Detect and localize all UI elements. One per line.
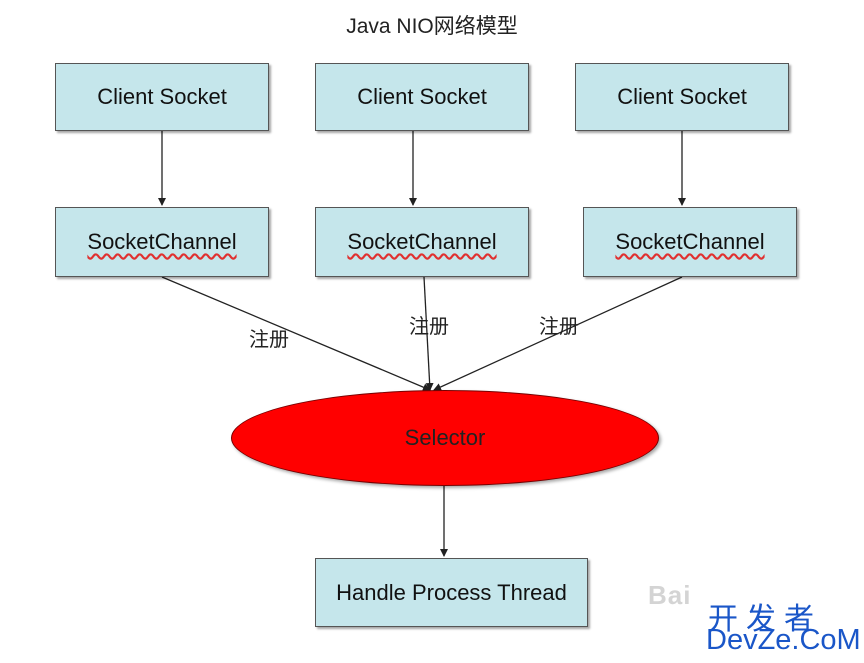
selector-ellipse: Selector [231,390,659,486]
handler-label: Handle Process Thread [336,579,567,605]
client-socket-box-1: Client Socket [55,63,269,131]
selector-label: Selector [404,425,486,450]
register-label-1: 注册 [249,329,289,351]
arrow-channel1-selector [161,276,431,391]
site-watermark-cn: 开发者 [708,603,822,636]
socket-channel-box-2: SocketChannel [315,207,529,277]
client-socket-label: Client Socket [97,84,227,109]
handle-process-thread-box: Handle Process Thread [315,558,588,627]
diagram-title: Java NIO网络模型 [346,15,518,38]
arrow-channel3-selector [433,276,683,391]
baidu-watermark: Bai [648,580,692,610]
client-socket-box-3: Client Socket [575,63,789,131]
socket-channel-label: SocketChannel [87,229,237,254]
site-watermark-en: DevZe.CoM [706,624,861,656]
socket-channel-box-3: SocketChannel [583,207,797,277]
client-socket-label: Client Socket [357,84,487,109]
socket-channel-label: SocketChannel [615,229,765,254]
register-label-3: 注册 [539,316,579,338]
socket-channel-label: SocketChannel [347,229,497,254]
client-socket-label: Client Socket [617,84,747,109]
arrow-channel2-selector [423,276,434,391]
client-socket-box-2: Client Socket [315,63,529,131]
socket-channel-box-1: SocketChannel [55,207,269,277]
register-label-2: 注册 [409,316,449,338]
